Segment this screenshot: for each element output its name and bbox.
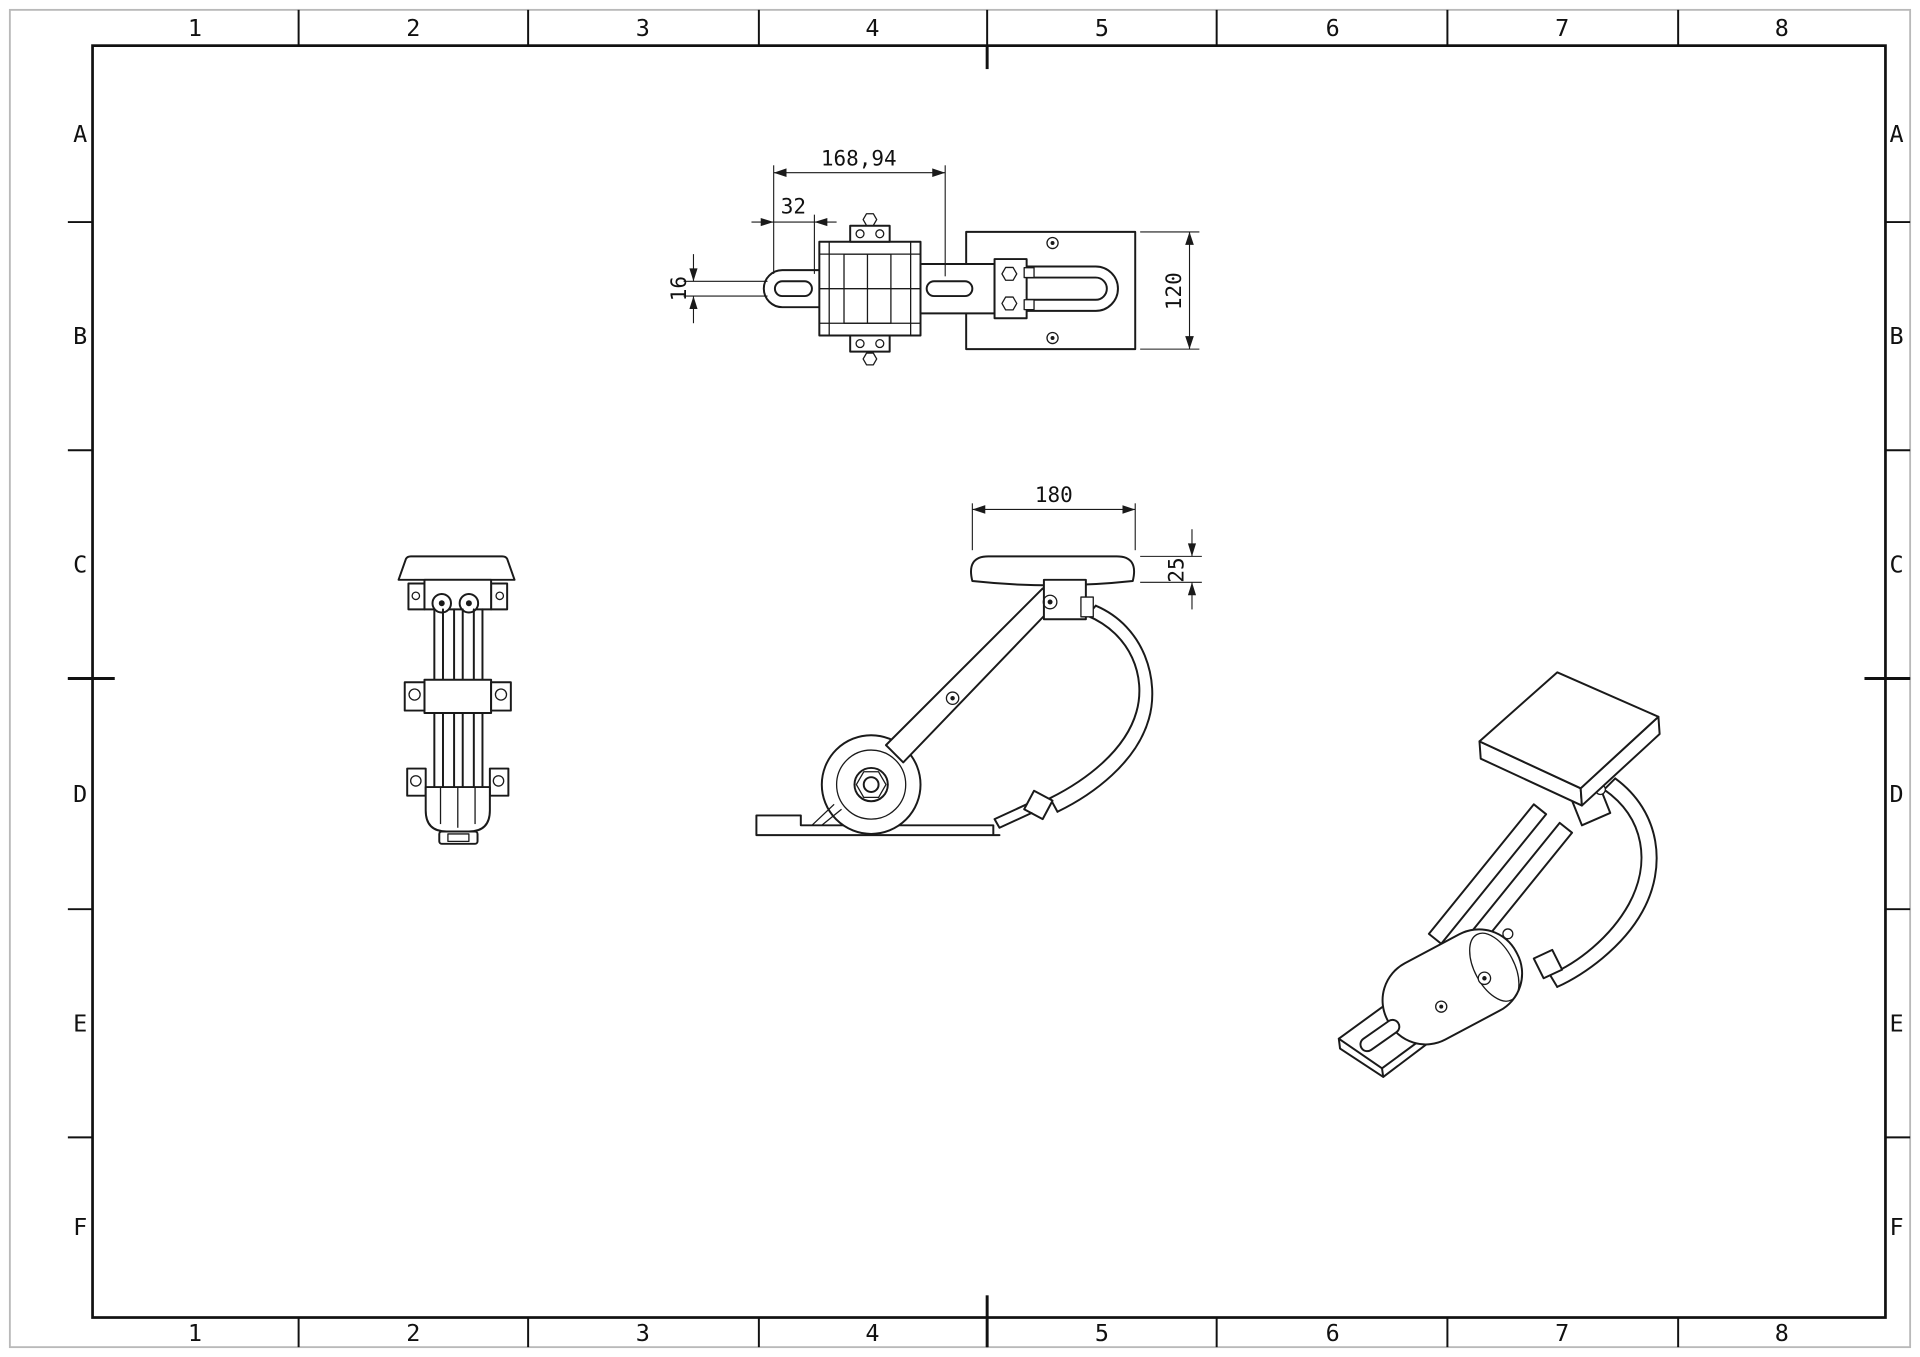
- zone-ticks-left: [67, 221, 115, 1139]
- base-plate-side: [755, 814, 1001, 837]
- grid-col-label-5-bottom: 5: [1095, 1319, 1109, 1347]
- grid-row-label-c-right: C: [1889, 550, 1903, 578]
- zone-ticks-right: [1864, 221, 1911, 1139]
- grid-col-label-7-top: 7: [1555, 14, 1569, 42]
- pedal-pad-iso: [1478, 671, 1661, 807]
- grid-col-label-8-bottom: 8: [1775, 1319, 1789, 1347]
- dim-pad-width: 120: [1140, 231, 1200, 350]
- pedal-arm-side: [884, 587, 1058, 764]
- dim-text-slot-length: 32: [781, 194, 806, 218]
- pedal-pad-front: [397, 555, 516, 581]
- dim-pad-thickness: 25: [1140, 529, 1202, 610]
- isometric-view: [1337, 671, 1661, 1078]
- grid-row-label-b-left: B: [73, 322, 87, 350]
- grid-row-label-d-left: D: [73, 780, 87, 808]
- dim-slot-length: 32: [751, 194, 837, 274]
- side-view: 180 25: [755, 483, 1202, 837]
- pad-bracket-side: [1042, 578, 1094, 621]
- grid-col-label-6-top: 6: [1326, 14, 1340, 42]
- grid-col-label-8-top: 8: [1775, 14, 1789, 42]
- dim-text-pad-thickness: 25: [1164, 557, 1188, 582]
- drum-body-top: [818, 213, 922, 366]
- mount-plate-top: [919, 258, 1035, 320]
- dim-text-pad-width: 120: [1162, 272, 1186, 310]
- grid-col-label-6-bottom: 6: [1326, 1319, 1340, 1347]
- base-drum-iso: [1359, 928, 1564, 1053]
- zone-ticks-top: [297, 9, 1680, 70]
- grid-row-label-f-left: F: [73, 1213, 87, 1241]
- grid-row-label-e-left: E: [73, 1009, 87, 1037]
- grid-row-label-e-right: E: [1889, 1009, 1903, 1037]
- grid-row-label-d-right: D: [1889, 780, 1903, 808]
- grid-col-label-2-top: 2: [406, 14, 420, 42]
- grid-col-label-4-bottom: 4: [865, 1319, 879, 1347]
- grid-row-label-a-right: A: [1889, 120, 1903, 148]
- dim-text-overall-length: 168,94: [821, 146, 897, 170]
- dim-slot-width: 16: [667, 254, 768, 324]
- base-drum-front: [424, 786, 491, 845]
- mid-clamp-front: [403, 678, 512, 715]
- top-view: 168,94 32 16 120: [667, 146, 1200, 366]
- grid-col-label-1-top: 1: [188, 14, 202, 42]
- dim-overall-length: 168,94: [773, 146, 946, 277]
- lower-tabs-front: [406, 767, 510, 797]
- spring-iso: [1548, 777, 1658, 988]
- grid-col-label-2-bottom: 2: [406, 1319, 420, 1347]
- grid-col-label-5-top: 5: [1095, 14, 1109, 42]
- lever-tab-top: [762, 269, 825, 309]
- pedal-pad-side: [970, 555, 1136, 587]
- grid-row-label-c-left: C: [73, 550, 87, 578]
- grid-col-label-3-top: 3: [636, 14, 650, 42]
- dim-pad-length: 180: [971, 483, 1136, 551]
- grid-col-label-3-bottom: 3: [636, 1319, 650, 1347]
- grid-row-label-a-left: A: [73, 120, 87, 148]
- grid-col-label-1-bottom: 1: [188, 1319, 202, 1347]
- grid-row-label-f-right: F: [1889, 1213, 1903, 1241]
- sheet-frame: 1 2 3 4 5 6 7 8 1 2 3 4 5 6 7 8 A B C D …: [8, 8, 1912, 1349]
- front-view: [397, 555, 516, 845]
- spring-side: [993, 604, 1154, 829]
- grid-col-label-4-top: 4: [865, 14, 879, 42]
- grid-row-label-b-right: B: [1889, 322, 1903, 350]
- grid-col-label-7-bottom: 7: [1555, 1319, 1569, 1347]
- pad-bracket-front: [407, 578, 509, 614]
- dim-text-slot-width: 16: [667, 276, 691, 301]
- spring-tubes-top: [1025, 265, 1119, 312]
- dim-text-pad-length: 180: [1035, 483, 1073, 507]
- pivot-hub-side: [811, 766, 889, 826]
- zone-ticks-bottom: [297, 1295, 1680, 1348]
